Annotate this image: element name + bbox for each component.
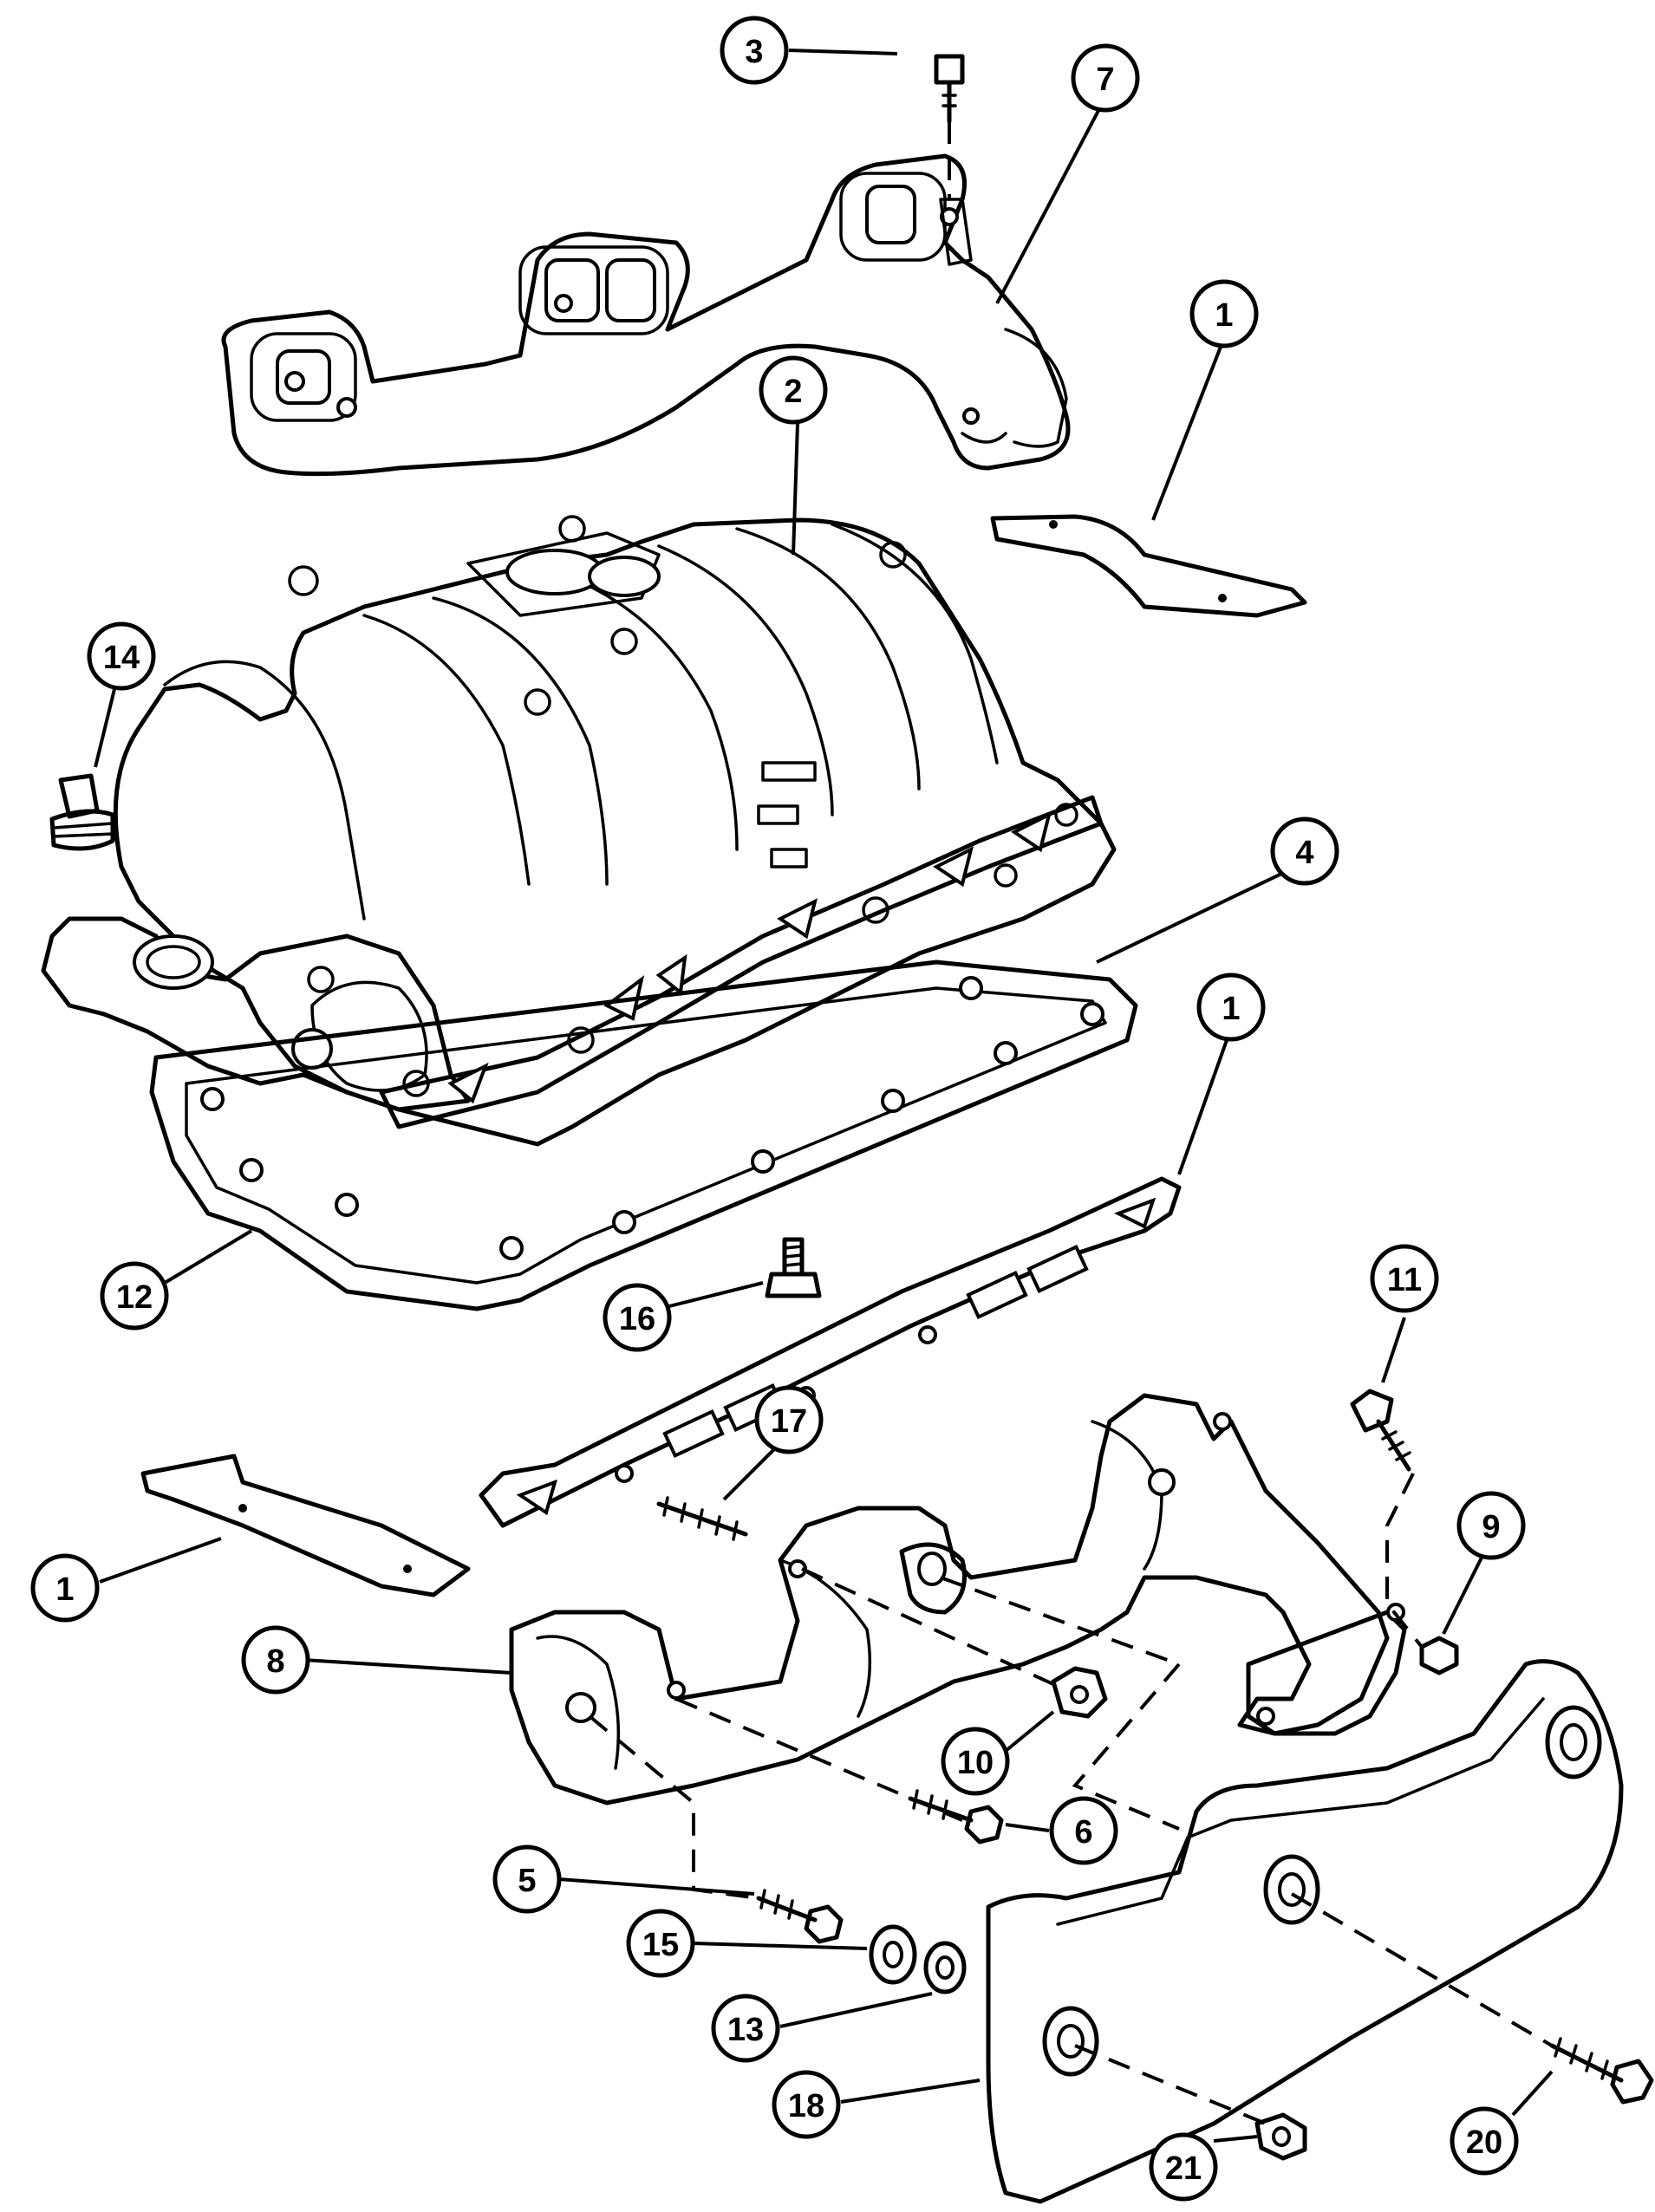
- callout-2: 2: [759, 355, 828, 425]
- leader-lines: [94, 49, 1554, 2143]
- gasket-1-lower: [140, 1454, 471, 1597]
- callout-13: 13: [711, 1994, 780, 2063]
- alignment-lines: [588, 121, 1554, 2125]
- callout-1-lower: 1: [30, 1553, 100, 1623]
- callout-6: 6: [1049, 1796, 1118, 1865]
- callout-14: 14: [87, 621, 156, 691]
- svg-text:5: 5: [518, 1863, 536, 1899]
- callout-21: 21: [1149, 2132, 1218, 2202]
- bolt-3: [934, 54, 965, 124]
- svg-text:13: 13: [727, 2012, 764, 2048]
- svg-text:3: 3: [745, 34, 763, 70]
- callout-12: 12: [100, 1261, 169, 1330]
- svg-text:11: 11: [1387, 1262, 1422, 1298]
- callout-10: 10: [941, 1727, 1010, 1796]
- callout-4: 4: [1270, 816, 1339, 886]
- washer-13: [923, 1941, 967, 1994]
- svg-text:6: 6: [1074, 1814, 1092, 1851]
- spacer-15: [869, 1924, 917, 1985]
- nut-10: [1051, 1666, 1108, 1719]
- bolt-16: [765, 1237, 822, 1298]
- stud-17: [656, 1496, 748, 1541]
- callout-16: 16: [603, 1283, 672, 1352]
- callout-3: 3: [720, 16, 789, 85]
- heat-shield-18: [986, 1659, 1624, 2204]
- nut-9: [1419, 1636, 1459, 1675]
- callout-5: 5: [492, 1844, 562, 1914]
- svg-text:8: 8: [266, 1643, 284, 1680]
- svg-text:4: 4: [1295, 835, 1313, 871]
- svg-text:14: 14: [103, 640, 140, 676]
- intake-manifold: [41, 515, 1117, 1147]
- svg-text:10: 10: [957, 1745, 994, 1781]
- callout-15: 15: [626, 1909, 695, 1978]
- svg-text:2: 2: [784, 374, 802, 410]
- callout-18: 18: [772, 2070, 841, 2139]
- callout-7: 7: [1071, 43, 1140, 113]
- svg-text:1: 1: [1222, 991, 1240, 1027]
- svg-text:12: 12: [116, 1279, 153, 1316]
- callout-11: 11: [1370, 1244, 1439, 1313]
- intake-gasket-4: [149, 960, 1138, 1311]
- svg-text:21: 21: [1165, 2150, 1202, 2187]
- upper-exhaust-manifold: [221, 153, 1071, 477]
- bolt-20: [1549, 2037, 1654, 2105]
- svg-text:9: 9: [1482, 1509, 1500, 1545]
- nut-21: [1254, 2112, 1307, 2161]
- svg-text:18: 18: [788, 2088, 824, 2124]
- callout-17: 17: [754, 1385, 824, 1454]
- svg-text:15: 15: [642, 1927, 679, 1963]
- callout-20: 20: [1450, 2106, 1519, 2176]
- pipe-plug-14: [49, 773, 115, 851]
- gasket-1-middle: [479, 1176, 1182, 1528]
- svg-text:1: 1: [1215, 297, 1233, 334]
- svg-text:7: 7: [1096, 62, 1114, 98]
- bolt-5: [756, 1889, 844, 1944]
- gasket-1-upper: [990, 514, 1307, 618]
- svg-text:20: 20: [1466, 2124, 1502, 2161]
- callout-1-middle: 1: [1196, 973, 1266, 1042]
- svg-text:16: 16: [619, 1301, 655, 1337]
- svg-text:1: 1: [55, 1571, 74, 1608]
- svg-text:17: 17: [771, 1403, 807, 1440]
- callout-1-upper: 1: [1189, 279, 1259, 348]
- callout-9: 9: [1456, 1491, 1526, 1560]
- bolt-11: [1350, 1389, 1411, 1472]
- lower-exhaust-manifold: [509, 1393, 1407, 1805]
- callout-8: 8: [241, 1625, 310, 1695]
